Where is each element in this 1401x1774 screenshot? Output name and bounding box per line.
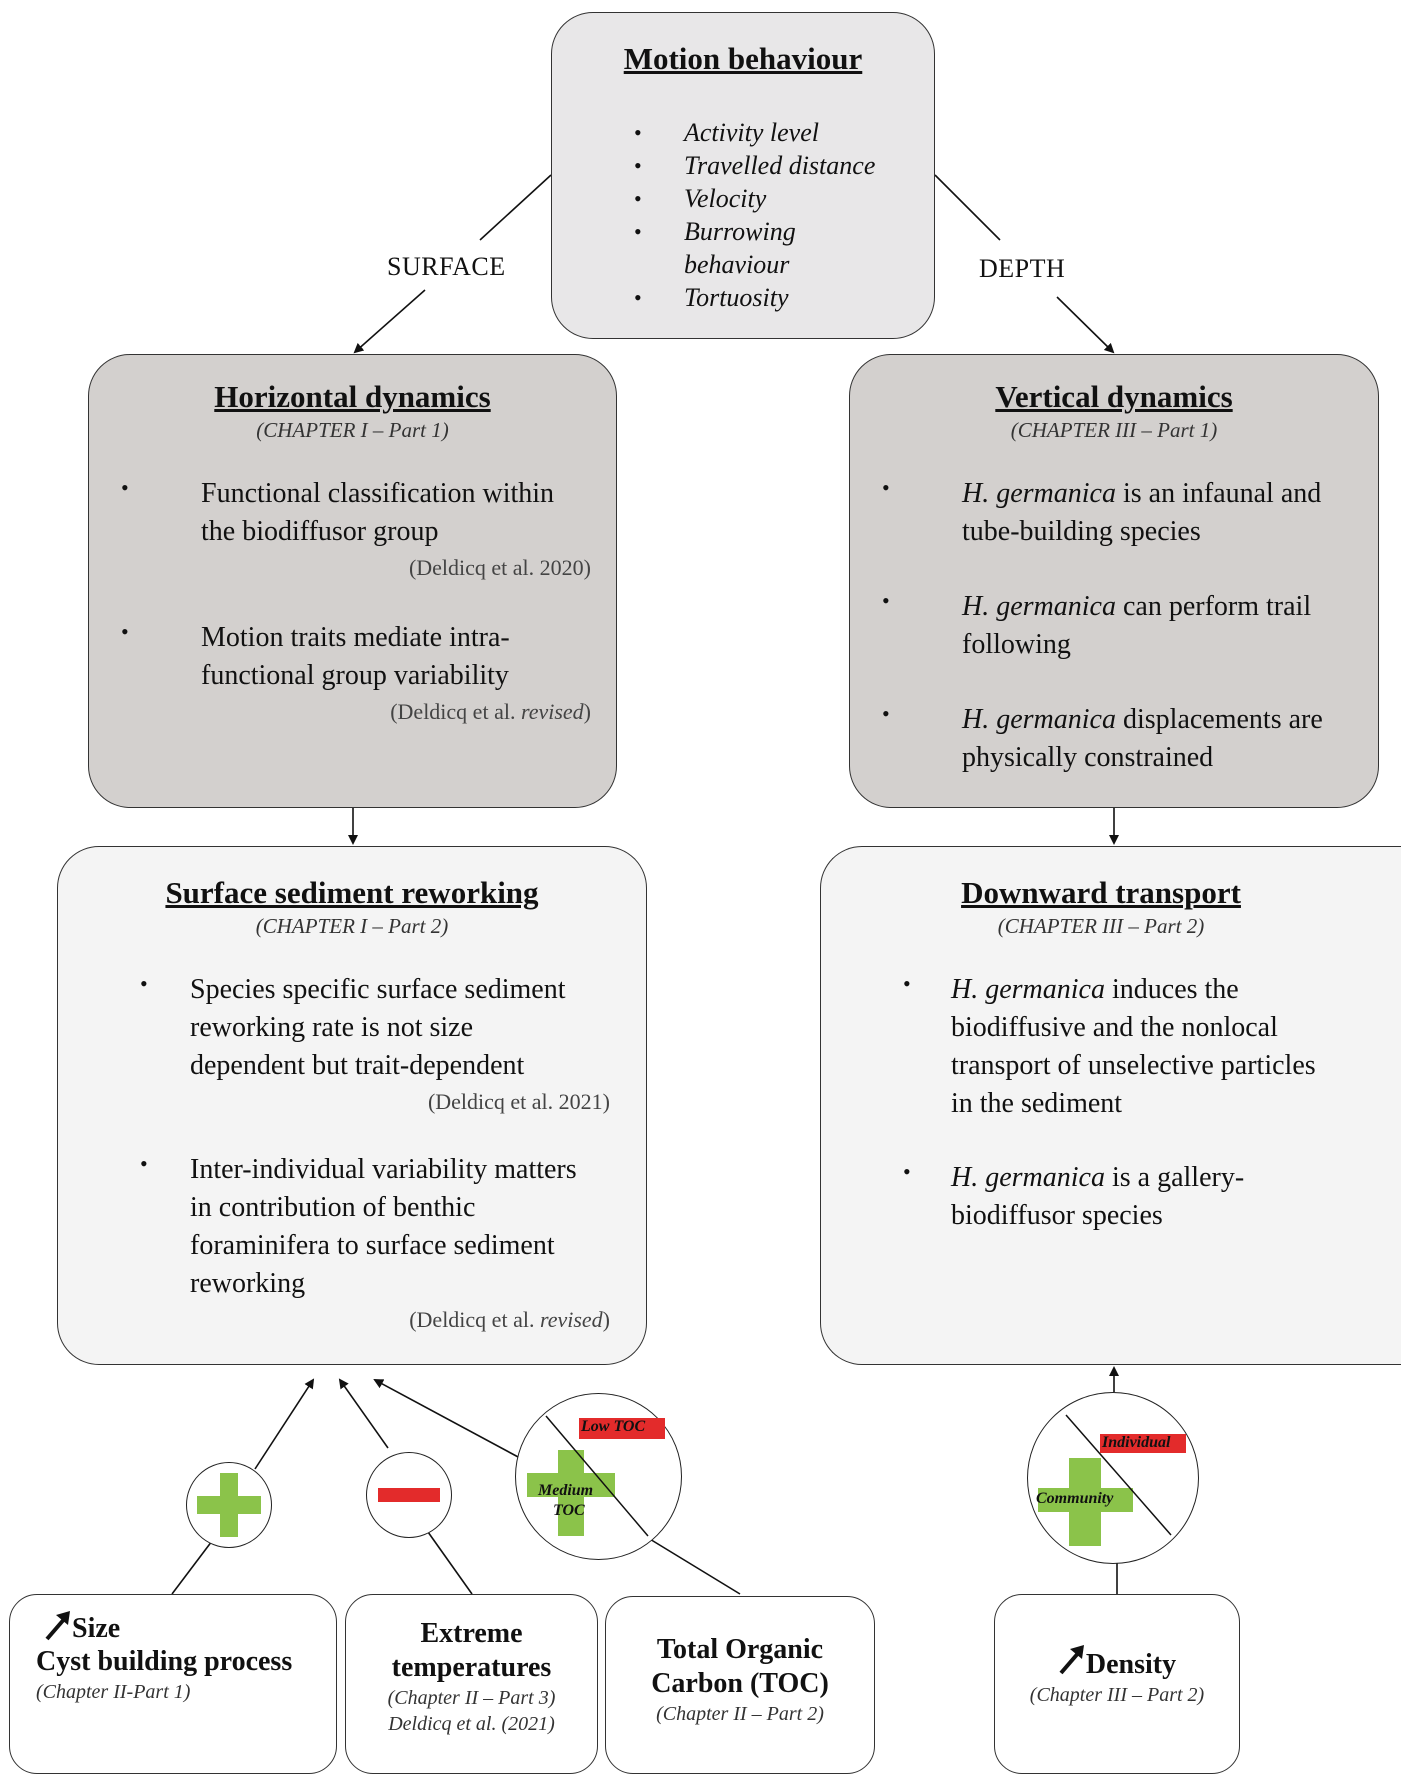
minus-arrow [338,1378,389,1449]
extreme-label: Extreme [420,1618,523,1649]
density-factor-box: Density (Chapter III – Part 2) [994,1594,1240,1774]
vertical-dynamics-box: Vertical dynamics (CHAPTER III – Part 1)… [849,354,1379,808]
size-chapter: (Chapter II-Part 1) [36,1681,191,1703]
vertical-bullet-1: • H. germanica is an infaunal and tube-b… [882,475,1322,547]
low-toc-label: Low TOC [581,1418,646,1435]
downward-bullet-1: • H. germanica induces the biodiffusive … [903,971,1316,1119]
vertical-chapter: (CHAPTER III – Part 1) [1010,418,1218,442]
toc-effect-circle: Low TOC Medium TOC [515,1393,682,1560]
temperature-factor-box: Extreme temperatures (Chapter II – Part … [345,1594,598,1774]
surface-label: SURFACE [387,252,506,281]
depth-line-upper [934,174,1001,241]
density-effect-circle: Individual Community [1027,1392,1199,1564]
surface-reworking-title: Surface sediment reworking [165,875,539,910]
surface-ref-1: (Deldicq et al. 2021) [427,1089,610,1114]
low-toc-tag [579,1418,665,1439]
positive-effect-icon [186,1462,272,1548]
temp-to-minus-line [427,1531,473,1595]
surface-ref-2: (Deldicq et al. revised) [409,1307,610,1332]
downward-transport-title: Downward transport [961,875,1241,910]
depth-arrow [1056,296,1115,354]
size-factor-box: Size Cyst building process (Chapter II-P… [9,1594,337,1774]
negative-effect-icon [366,1452,452,1538]
motion-behaviour-title: Motion behaviour [623,41,863,76]
medium-toc-label: Medium [538,1482,594,1499]
size-label: Size [44,1611,120,1646]
density-divider-line [1065,1414,1172,1536]
toc-arrow [373,1379,521,1459]
temperature-chapter: (Chapter II – Part 3) [387,1687,556,1709]
horizontal-ref-1: (Deldicq et al. 2020) [408,555,591,580]
toc-chapter: (Chapter II – Part 2) [656,1703,824,1725]
cyst-building-label: Cyst building process [36,1646,293,1677]
toc-divider-line [545,1415,649,1537]
medium-toc-label-2: TOC [553,1502,585,1519]
temperatures-label: temperatures [391,1652,552,1683]
vertical-dynamics-title: Vertical dynamics [995,379,1233,414]
horizontal-bullet-2: • Motion traits mediate intra-functional… [121,619,591,727]
depth-label: DEPTH [979,254,1066,283]
downward-transport-box: Downward transport (CHAPTER III – Part 2… [820,846,1401,1365]
toc-title-1: Total Organic [656,1634,824,1665]
surface-arrow [353,289,426,354]
increase-arrow-icon [1059,1645,1084,1675]
motion-behaviour-box: Motion behaviour •Activity level •Travel… [551,12,935,339]
temperature-ref: Deldicq et al. (2021) [388,1713,555,1735]
density-chapter: (Chapter III – Part 2) [1029,1684,1205,1706]
increase-arrow-icon [45,1611,70,1641]
horizontal-dynamics-box: Horizontal dynamics (CHAPTER I – Part 1)… [88,354,617,808]
surface-reworking-box: Surface sediment reworking (CHAPTER I – … [57,846,647,1365]
vertical-bullet-3: • H. germanica displacements are physica… [882,701,1323,773]
horizontal-ref-2: (Deldicq et al. revised) [390,699,591,724]
community-label: Community [1036,1490,1114,1507]
downward-bullet-2: • H. germanica is a gallery- biodiffusor… [903,1159,1245,1231]
surface-reworking-chapter: (CHAPTER I – Part 2) [255,914,449,938]
toc-factor-box: Total Organic Carbon (TOC) (Chapter II –… [605,1596,875,1774]
horizontal-chapter: (CHAPTER I – Part 1) [256,418,449,442]
downward-transport-chapter: (CHAPTER III – Part 2) [997,914,1205,938]
plus-arrow [254,1378,315,1470]
toc-title-2: Carbon (TOC) [651,1668,829,1699]
size-to-plus-line [171,1540,213,1595]
individual-tag [1100,1434,1186,1453]
horizontal-dynamics-title: Horizontal dynamics [214,379,491,414]
individual-label: Individual [1102,1434,1171,1451]
density-label: Density [995,1645,1239,1682]
vertical-bullet-2: • H. germanica can perform trail followi… [882,588,1312,660]
surface-line-upper [479,174,552,241]
